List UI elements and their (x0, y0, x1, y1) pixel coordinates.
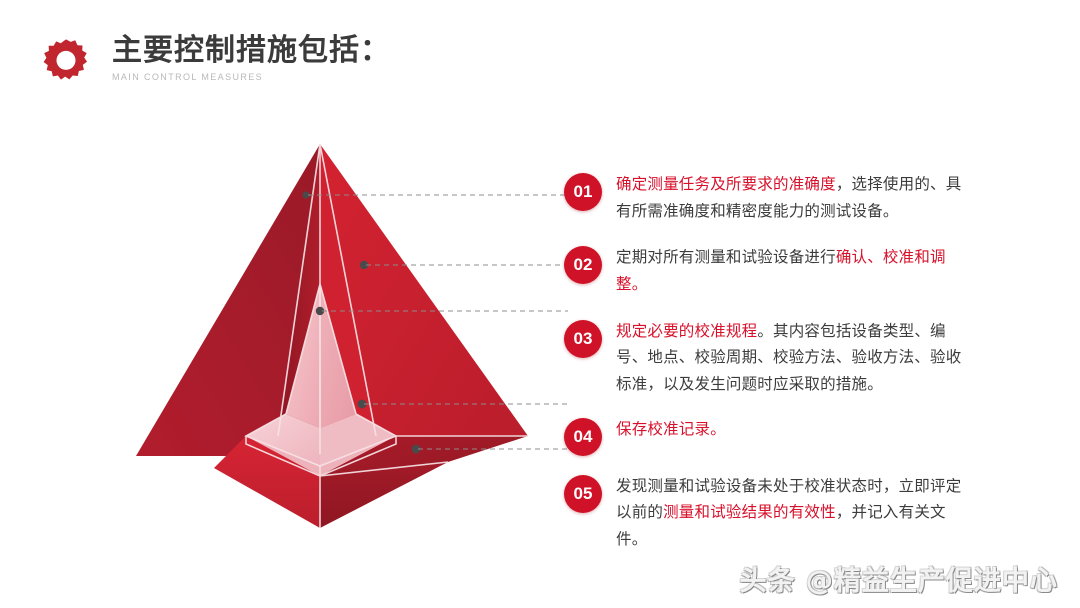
item-text-highlight: 测量和试验结果的有效性 (663, 504, 836, 522)
list-item[interactable]: 03 规定必要的校准规程。其内容包括设备类型、编号、地点、校验周期、校验方法、验… (564, 319, 964, 399)
item-text: 发现测量和试验设备未处于校准状态时，立即评定以前的测量和试验结果的有效性，并记入… (616, 474, 964, 554)
pyramid-marker-dots (302, 191, 421, 454)
pyramid-core-right (320, 284, 356, 428)
pyramid-step-right (320, 414, 396, 466)
pyramid-dot-04 (357, 399, 367, 409)
item-text-body: ，选择使用的、具有所需准确度和精密度能力的测试设备。 (616, 176, 962, 220)
item-text-highlight: 保存校准记录。 (616, 420, 726, 438)
measures-list: 01 确定测量任务及所要求的准确度，选择使用的、具有所需准确度和精密度能力的测试… (564, 172, 964, 554)
watermark: 头条 @精益生产促进中心 (739, 566, 1058, 597)
list-item[interactable]: 02 定期对所有测量和试验设备进行确认、校准和调整。 (564, 245, 964, 298)
item-text: 规定必要的校准规程。其内容包括设备类型、编号、地点、校验周期、校验方法、验收方法… (616, 319, 964, 399)
item-text-highlight: 确认、校准和调整。 (616, 249, 946, 293)
item-text: 确定测量任务及所要求的准确度，选择使用的、具有所需准确度和精密度能力的测试设备。 (616, 172, 964, 225)
item-number-badge: 01 (564, 173, 602, 211)
list-item[interactable]: 04 保存校准记录。 (564, 417, 964, 456)
pyramid-base-front-left (214, 436, 320, 528)
pyramid-diagram (128, 136, 538, 536)
item-text-body: 。其内容包括设备类型、编号、地点、校验周期、校验方法、验收方法、验收标准，以及发… (616, 322, 962, 393)
gear-icon (38, 36, 94, 92)
item-text-highlight: 规定必要的校准规程 (616, 322, 758, 340)
item-text-body: 定期对所有测量和试验设备进行 (616, 249, 836, 267)
pyramid-face-right (320, 144, 528, 484)
item-number-badge: 02 (564, 246, 602, 285)
page-title: 主要控制措施包括： (112, 34, 391, 67)
pyramid-dot-02 (359, 260, 369, 270)
pyramid-step-left (246, 414, 320, 466)
pyramid-dot-03 (315, 306, 325, 316)
page-subtitle: MAIN CONTROL MEASURES (112, 72, 264, 82)
pyramid-base-right-slab (320, 436, 528, 476)
item-text: 保存校准记录。 (616, 417, 726, 444)
list-item[interactable]: 05 发现测量和试验设备未处于校准状态时，立即评定以前的测量和试验结果的有效性，… (564, 474, 964, 554)
page-header: 主要控制措施包括： MAIN CONTROL MEASURES (38, 34, 391, 92)
item-text-highlight: 确定测量任务及所要求的准确度 (616, 176, 836, 193)
pyramid-core-left (286, 284, 320, 428)
pyramid-edge-highlights (244, 143, 528, 528)
pyramid-dot-01 (302, 191, 310, 199)
item-text-body: 发现测量和试验设备未处于校准状态时，立即评定以前的 (616, 477, 962, 522)
pyramid-face-left (136, 144, 320, 456)
item-number-badge: 03 (564, 319, 602, 358)
item-text-body-2: ，并记入有关文件。 (616, 504, 946, 548)
pyramid-dot-05 (411, 444, 421, 454)
item-number-badge: 04 (564, 417, 602, 456)
item-number-badge: 05 (564, 474, 602, 513)
header-title-block: 主要控制措施包括： MAIN CONTROL MEASURES (112, 34, 391, 82)
item-text: 定期对所有测量和试验设备进行确认、校准和调整。 (616, 245, 964, 298)
list-item[interactable]: 01 确定测量任务及所要求的准确度，选择使用的、具有所需准确度和精密度能力的测试… (564, 172, 964, 225)
